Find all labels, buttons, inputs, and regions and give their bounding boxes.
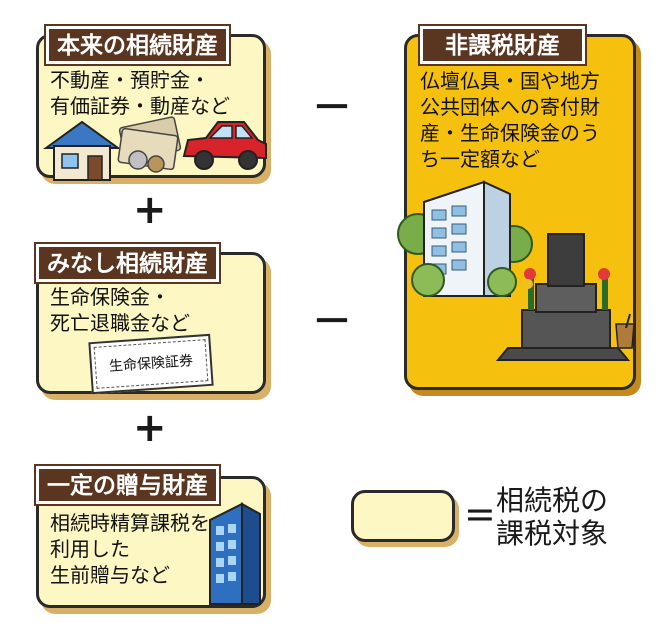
minus-operator-1: － — [312, 85, 352, 131]
legend-swatch — [351, 490, 455, 542]
insurance-card-icon: 生命保険証券 — [88, 333, 214, 395]
office-building-icon — [397, 180, 533, 297]
inherent-estate-line-2: 有価証券・動産など — [50, 94, 230, 118]
deemed-estate-title: みなし相続財産 — [34, 242, 221, 284]
legend-line-2: 課税対象 — [496, 517, 609, 550]
money-icon — [117, 116, 182, 173]
legend-line-1: 相続税の — [496, 484, 609, 517]
grave-icon — [495, 233, 635, 361]
plus-operator-1: + — [133, 187, 167, 233]
non-taxable-line-1: 仏壇仏具・国や地方 — [420, 69, 600, 93]
non-taxable-title: 非課税財産 — [418, 24, 587, 66]
house-icon — [42, 120, 122, 181]
gift-estate-line-2: 利用した — [50, 537, 130, 561]
non-taxable-line-3: 産・生命保険金のう — [420, 121, 600, 145]
deemed-estate-line-2: 死亡退職金など — [50, 311, 190, 335]
tall-building-icon — [209, 502, 261, 605]
gift-estate-title: 一定の贈与財産 — [34, 464, 221, 506]
inherent-estate-title: 本来の相続財産 — [44, 24, 231, 66]
gift-estate-line-1: 相続時精算課税を — [50, 511, 210, 535]
non-taxable-line-2: 公共団体への寄付財 — [420, 95, 600, 119]
inherent-estate-line-1: 不動産・預貯金・ — [50, 68, 210, 92]
legend-equals: = — [464, 492, 496, 536]
deemed-estate-line-1: 生命保険金・ — [50, 285, 170, 309]
minus-operator-2: － — [312, 299, 352, 345]
plus-operator-2: + — [133, 405, 167, 451]
non-taxable-line-4: ち一定額など — [420, 147, 540, 171]
car-icon — [182, 121, 267, 170]
gift-estate-line-3: 生前贈与など — [50, 563, 170, 587]
